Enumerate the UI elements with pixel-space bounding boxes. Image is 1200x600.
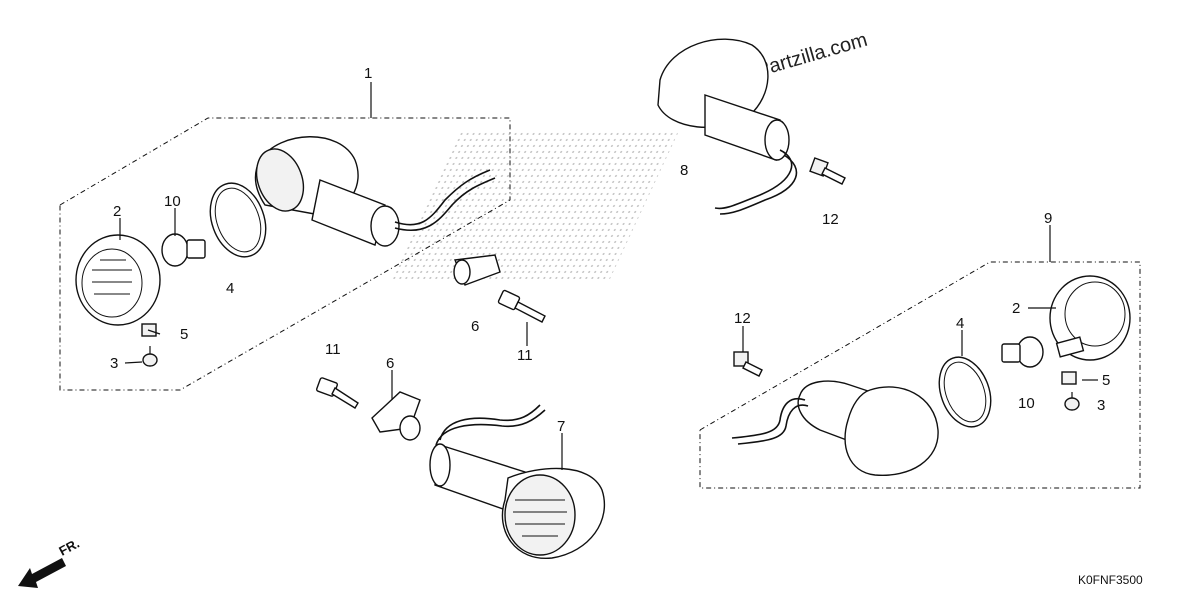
callout-4: 4 — [226, 280, 234, 297]
socket-6-upper — [453, 254, 501, 286]
screw-3-right — [1064, 392, 1080, 411]
nut-5-right — [1061, 371, 1077, 385]
callout-12-right: 12 — [734, 310, 751, 327]
socket-6-lower — [371, 391, 421, 441]
ring-4-left — [209, 182, 267, 258]
group1-frame — [59, 117, 511, 391]
bolt-12-upper — [809, 157, 846, 185]
group9-frame — [699, 261, 1141, 489]
front-indicator-label: FR. — [56, 536, 82, 559]
callout-1: 1 — [364, 65, 372, 82]
callout-labels: 1 2 10 4 5 3 6 11 8 12 11 6 7 9 2 12 4 1… — [110, 65, 1110, 435]
bulb-10-left — [161, 233, 206, 267]
lens-2-left — [75, 234, 161, 326]
turn-signal-housing-1 — [254, 136, 496, 247]
callout-3: 3 — [110, 355, 118, 372]
callout-11-lower: 11 — [325, 341, 341, 358]
callout-10-right: 10 — [1018, 395, 1035, 412]
bolt-12-right — [733, 351, 763, 377]
screw-3-left — [142, 346, 158, 367]
turn-signal-7 — [429, 404, 606, 559]
callout-11: 11 — [517, 347, 533, 364]
callout-10: 10 — [164, 193, 181, 210]
callout-5-right: 5 — [1102, 372, 1110, 389]
callout-8: 8 — [680, 162, 688, 179]
callout-5: 5 — [180, 326, 188, 343]
callout-12: 12 — [822, 211, 839, 228]
callout-7: 7 — [557, 418, 565, 435]
callout-6-lower: 6 — [386, 355, 394, 372]
front-arrow-icon — [18, 558, 66, 588]
turn-signal-housing-9 — [731, 380, 939, 477]
leader-lines — [119, 82, 1098, 470]
diagram-code: K0FNF3500 — [1078, 573, 1143, 587]
bulb-10-right — [1001, 336, 1044, 368]
callout-4-right: 4 — [956, 315, 964, 332]
callout-2-right: 2 — [1012, 300, 1020, 317]
lens-2-right — [1049, 275, 1131, 361]
callout-9: 9 — [1044, 210, 1052, 227]
halftone-background — [389, 130, 680, 280]
callout-6: 6 — [471, 318, 479, 335]
callout-2: 2 — [113, 203, 121, 220]
turn-signal-8 — [657, 38, 798, 215]
bolt-11-lower — [316, 377, 359, 409]
bolt-11-upper — [497, 289, 546, 323]
front-arrow: FR. — [18, 536, 82, 588]
ring-4-right — [938, 356, 992, 428]
callout-3-right: 3 — [1097, 397, 1105, 414]
